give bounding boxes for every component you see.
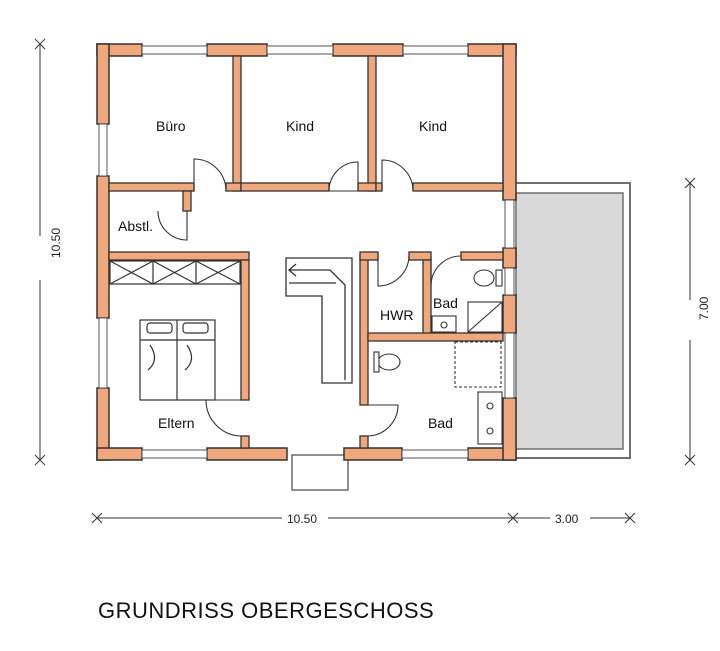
doors (157, 158, 462, 437)
room-label-bad-small: Bad (433, 295, 458, 311)
room-label-kind-1: Kind (286, 118, 314, 134)
room-label-abstellraum: Abstl. (118, 218, 153, 234)
interior-walls (108, 55, 504, 449)
room-label-eltern: Eltern (158, 415, 195, 431)
bath-fixtures (373, 269, 503, 445)
double-bed (139, 319, 216, 401)
dimension-width-terrace: 3.00 (555, 512, 579, 526)
dimension-height-left: 10.50 (49, 228, 63, 258)
staircase (285, 257, 353, 384)
room-label-buero: Büro (156, 118, 186, 134)
windows (98, 45, 515, 459)
room-label-bad-large: Bad (428, 415, 453, 431)
room-labels: Büro Kind Kind Abstl. HWR Bad Eltern Bad (118, 118, 458, 431)
plan-title: GRUNDRISS OBERGESCHOSS (98, 598, 435, 623)
wardrobe (109, 260, 241, 285)
terrace (509, 182, 631, 459)
dimension-width-main: 10.50 (287, 512, 317, 526)
room-label-kind-2: Kind (419, 118, 447, 134)
dimension-height-right: 7.00 (697, 296, 711, 320)
room-label-hwr: HWR (380, 307, 413, 323)
entrance-step (291, 454, 349, 491)
